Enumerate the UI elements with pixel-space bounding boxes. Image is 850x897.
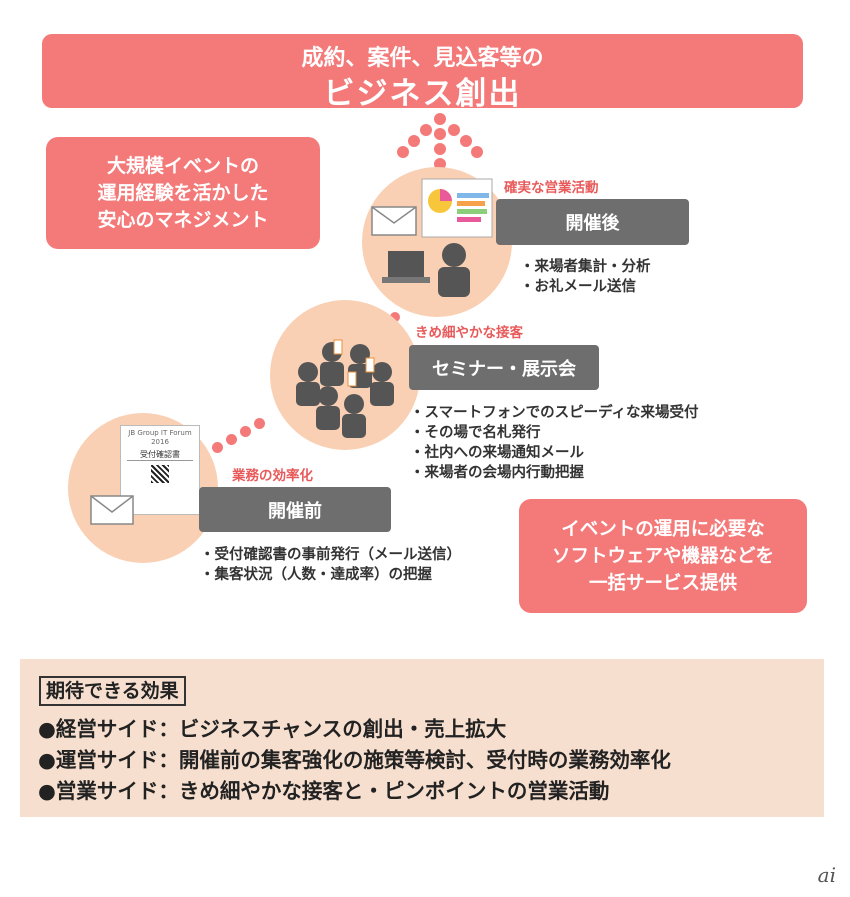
qr-code-icon xyxy=(151,465,169,483)
banner-line2: ビジネス創出 xyxy=(42,68,803,113)
laptop-icon xyxy=(382,251,430,283)
envelope-icon xyxy=(90,495,134,525)
after-title: 開催後 xyxy=(496,199,689,245)
during-bullet-3: ・社内への来場通知メール xyxy=(410,443,699,463)
during-bullet-1: ・スマートフォンでのスピーディな来場受付 xyxy=(410,403,699,423)
before-bullet-2: ・集客状況（人数・達成率）の把握 xyxy=(200,565,461,585)
after-label: 確実な営業活動 xyxy=(504,176,599,196)
effects-title: 期待できる効果 xyxy=(39,676,186,706)
after-bullet-1: ・来場者集計・分析 xyxy=(520,257,651,277)
service-line-2: ソフトウェアや機器などを xyxy=(519,543,807,570)
during-bullets: ・スマートフォンでのスピーディな来場受付 ・その場で名札発行 ・社内への来場通知… xyxy=(410,403,699,483)
management-line-3: 安心のマネジメント xyxy=(46,207,320,234)
service-line-1: イベントの運用に必要な xyxy=(519,516,807,543)
before-title: 開催前 xyxy=(199,487,391,532)
ticket-title: 受付確認書 xyxy=(127,449,193,461)
report-icon xyxy=(422,179,492,237)
management-box: 大規模イベントの 運用経験を活かした 安心のマネジメント xyxy=(46,137,320,249)
effect-operations: ●運営サイド：開催前の集客強化の施策等検討、受付時の業務効率化 xyxy=(38,743,671,773)
effect-sales: ●営業サイド：きめ細やかな接客と・ピンポイントの営業活動 xyxy=(38,774,609,804)
crowd-illustration xyxy=(270,300,420,450)
during-bullet-2: ・その場で名札発行 xyxy=(410,423,699,443)
before-label: 業務の効率化 xyxy=(232,464,313,484)
management-line-2: 運用経験を活かした xyxy=(46,180,320,207)
people-icon xyxy=(296,342,394,438)
site-logo: ai xyxy=(818,863,836,887)
ticket-header: JB Group IT Forum 2016 xyxy=(121,426,199,447)
management-line-1: 大規模イベントの xyxy=(46,153,320,180)
after-circle xyxy=(362,167,512,317)
goal-banner: 成約、案件、見込客等の ビジネス創出 xyxy=(42,34,803,108)
after-bullets: ・来場者集計・分析 ・お礼メール送信 xyxy=(520,257,651,297)
before-bullet-1: ・受付確認書の事前発行（メール送信） xyxy=(200,545,461,565)
before-bullets: ・受付確認書の事前発行（メール送信） ・集客状況（人数・達成率）の把握 xyxy=(200,545,461,585)
envelope-icon xyxy=(372,207,416,235)
effects-panel: 期待できる効果 ●経営サイド：ビジネスチャンスの創出・売上拡大 ●運営サイド：開… xyxy=(20,659,824,817)
effect-management: ●経営サイド：ビジネスチャンスの創出・売上拡大 xyxy=(38,712,506,742)
during-label: きめ細やかな接客 xyxy=(415,321,523,341)
person-icon xyxy=(438,243,470,297)
service-line-3: 一括サービス提供 xyxy=(519,570,807,597)
during-bullet-4: ・来場者の会場内行動把握 xyxy=(410,463,699,483)
during-circle xyxy=(270,300,420,450)
after-bullet-2: ・お礼メール送信 xyxy=(520,277,651,297)
after-illustration xyxy=(362,167,512,317)
before-circle: JB Group IT Forum 2016 受付確認書 xyxy=(68,413,218,563)
service-box: イベントの運用に必要な ソフトウェアや機器などを 一括サービス提供 xyxy=(519,499,807,613)
during-title: セミナー・展示会 xyxy=(409,345,599,390)
